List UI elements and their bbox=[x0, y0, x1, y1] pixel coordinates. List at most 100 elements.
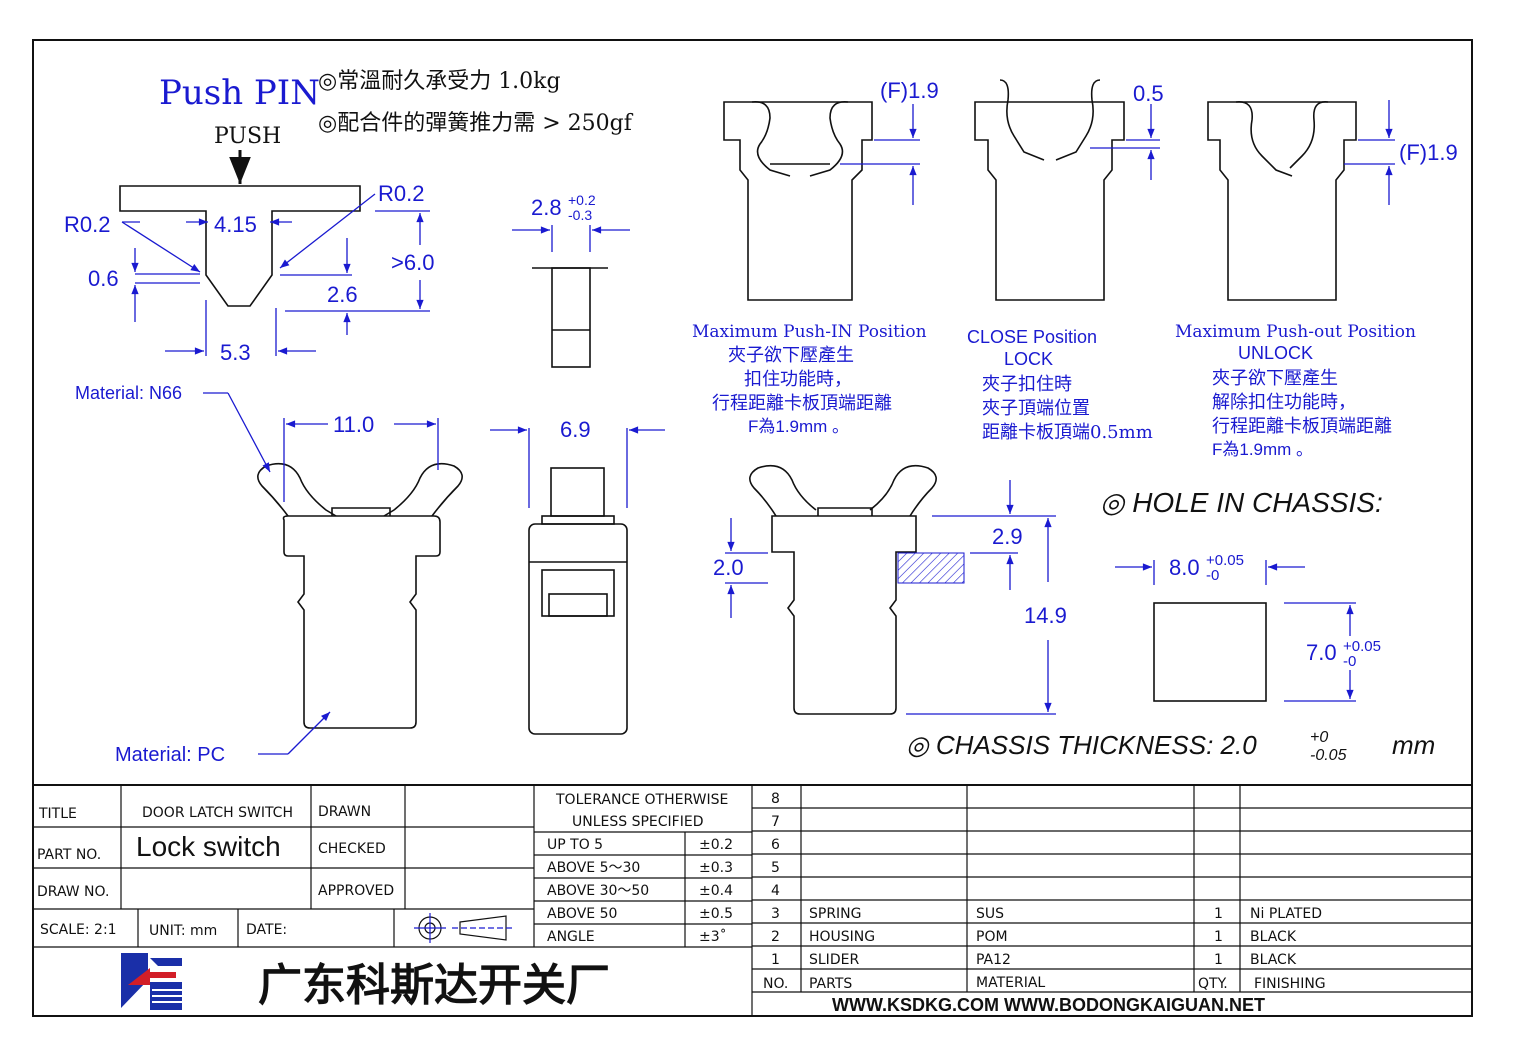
tolerance-value: ±0.2 bbox=[699, 837, 733, 853]
unit-label: UNIT: mm bbox=[149, 923, 217, 939]
dim-hole-width-plus: +0.05 bbox=[1206, 552, 1244, 569]
drawn-label: DRAWN bbox=[318, 804, 371, 820]
chassis-thickness-unit: mm bbox=[1392, 730, 1435, 760]
bom-part: SLIDER bbox=[809, 952, 859, 968]
company-name: 广东科斯达开关厂 bbox=[258, 961, 610, 1010]
bom-finish: BLACK bbox=[1250, 929, 1297, 945]
dim-bottom-width: 5.3 bbox=[220, 340, 251, 365]
close-line1: 夾子扣住時 bbox=[982, 374, 1072, 395]
part-no-value: Lock switch bbox=[136, 831, 281, 862]
dim-front-width: 11.0 bbox=[333, 412, 374, 437]
hole-outline bbox=[1153, 602, 1267, 702]
pushin-line3: 行程距離卡板頂端距離 bbox=[712, 393, 892, 414]
bom-head-part: PARTS bbox=[809, 976, 852, 992]
caption-pushout: Maximum Push-out Position UNLOCK 夾子欲下壓產生… bbox=[1175, 322, 1416, 459]
bom-row-no: 2 bbox=[771, 929, 780, 945]
date-label: DATE: bbox=[246, 922, 287, 938]
pushout-line1: 夾子欲下壓產生 bbox=[1212, 368, 1338, 389]
title-label: TITLE bbox=[38, 806, 77, 822]
drawing-title: Push PIN bbox=[159, 73, 320, 113]
tolerance-table: UP TO 5 ±0.2 ABOVE 5～30 ±0.3 ABOVE 30～50… bbox=[547, 837, 733, 945]
dim-mount-left: 2.0 bbox=[713, 555, 744, 580]
bom-head-qty: QTY. bbox=[1198, 976, 1228, 992]
dim-mount-top: 2.9 bbox=[992, 524, 1023, 549]
bom-finish: BLACK bbox=[1250, 952, 1297, 968]
note-spring: ◎配合件的彈簧推力需 > 250gf bbox=[318, 111, 634, 136]
dim-mount-total: 14.9 bbox=[1024, 603, 1067, 628]
dim-hole-height-plus: +0.05 bbox=[1343, 638, 1381, 655]
scale-label: SCALE: 2:1 bbox=[40, 922, 117, 938]
dim-hole-height-minus: -0 bbox=[1343, 653, 1356, 670]
pushout-line4: F為1.9mm 。 bbox=[1212, 440, 1313, 459]
material-top-label: Material: N66 bbox=[75, 383, 182, 403]
pin-profile bbox=[119, 185, 361, 307]
caption-pushin: Maximum Push-IN Position 夾子欲下壓產生 扣住功能時， … bbox=[692, 322, 927, 436]
tolerance-header-1: TOLERANCE OTHERWISE bbox=[555, 792, 728, 808]
pushout-sub: UNLOCK bbox=[1238, 343, 1313, 363]
side-pin-dimension bbox=[512, 225, 630, 252]
bom-material: SUS bbox=[976, 906, 1004, 922]
position-view-pushin bbox=[723, 101, 873, 301]
chassis-thickness-plus: +0 bbox=[1310, 729, 1328, 746]
pin-dimensions bbox=[121, 193, 430, 356]
bom-material: PA12 bbox=[976, 952, 1011, 968]
dim-depth: 0.6 bbox=[88, 266, 119, 291]
checked-label: CHECKED bbox=[318, 841, 386, 857]
side-view bbox=[528, 467, 628, 735]
caption-close: CLOSE Position LOCK 夾子扣住時 夾子頂端位置 距離卡板頂端0… bbox=[967, 327, 1153, 443]
bom-head-finish: FINISHING bbox=[1254, 976, 1326, 992]
dim-f-left: (F)1.9 bbox=[880, 78, 939, 103]
bom-qty: 1 bbox=[1214, 952, 1223, 968]
mounted-dimensions bbox=[725, 480, 1056, 715]
dim-r-left: R0.2 bbox=[64, 212, 110, 237]
tolerance-range: ANGLE bbox=[547, 929, 595, 945]
dim-r-right: R0.2 bbox=[378, 181, 424, 206]
pushout-line3: 行程距離卡板頂端距離 bbox=[1212, 416, 1392, 437]
note-force: ◎常溫耐久承受力 1.0kg bbox=[318, 69, 561, 94]
front-dimensions bbox=[203, 392, 439, 755]
pushin-title: Maximum Push-IN Position bbox=[692, 322, 927, 342]
bom-qty: 1 bbox=[1214, 906, 1223, 922]
pushout-title: Maximum Push-out Position bbox=[1175, 322, 1416, 342]
tolerance-range: ABOVE 5～30 bbox=[547, 860, 640, 876]
dim-f-right: (F)1.9 bbox=[1399, 140, 1458, 165]
bom-row-no: 6 bbox=[771, 837, 780, 853]
dim-hole-width: 8.0 bbox=[1169, 555, 1200, 580]
dim-side-tol-minus: -0.3 bbox=[568, 207, 592, 223]
bom-row-no: 7 bbox=[771, 814, 780, 830]
pushout-line2: 解除扣住功能時， bbox=[1212, 392, 1356, 413]
bom-part: HOUSING bbox=[809, 929, 875, 945]
close-title: CLOSE Position bbox=[967, 327, 1097, 347]
chassis-thickness: ◎ CHASSIS THICKNESS: 2.0 bbox=[906, 730, 1257, 760]
bom-head-material: MATERIAL bbox=[976, 975, 1045, 991]
dim-side-tol-plus: +0.2 bbox=[568, 192, 596, 208]
bom-part: SPRING bbox=[809, 906, 862, 922]
company-logo bbox=[119, 951, 183, 1011]
close-line2: 夾子頂端位置 bbox=[982, 398, 1090, 419]
pin-side-view bbox=[532, 267, 608, 368]
dim-hole-width-minus: -0 bbox=[1206, 567, 1219, 584]
mounted-view bbox=[749, 464, 937, 715]
tolerance-value: ±0.3 bbox=[699, 860, 733, 876]
chassis-thickness-minus: -0.05 bbox=[1310, 747, 1347, 764]
bom-finish: Ni PLATED bbox=[1250, 906, 1322, 922]
title-value: DOOR LATCH SWITCH bbox=[142, 805, 293, 821]
approved-label: APPROVED bbox=[318, 883, 394, 899]
bom-row-no: 4 bbox=[771, 883, 780, 899]
dim-side-view-width: 6.9 bbox=[560, 417, 591, 442]
position-view-pushout bbox=[1207, 101, 1357, 301]
dim-height: >6.0 bbox=[391, 250, 434, 275]
bom-material: POM bbox=[976, 929, 1008, 945]
material-bottom-label: Material: PC bbox=[115, 744, 225, 766]
position-view-close bbox=[974, 79, 1125, 301]
chassis-section bbox=[897, 552, 965, 584]
dim-step: 2.6 bbox=[327, 282, 358, 307]
pushin-line2: 扣住功能時， bbox=[744, 369, 852, 390]
dim-side-width: 2.8 bbox=[531, 195, 562, 220]
pushin-line1: 夾子欲下壓產生 bbox=[728, 345, 854, 366]
tolerance-value: ±0.4 bbox=[699, 883, 733, 899]
close-line3: 距離卡板頂端0.5mm bbox=[982, 422, 1153, 443]
close-sub: LOCK bbox=[1004, 349, 1053, 369]
push-label: PUSH bbox=[214, 124, 281, 149]
